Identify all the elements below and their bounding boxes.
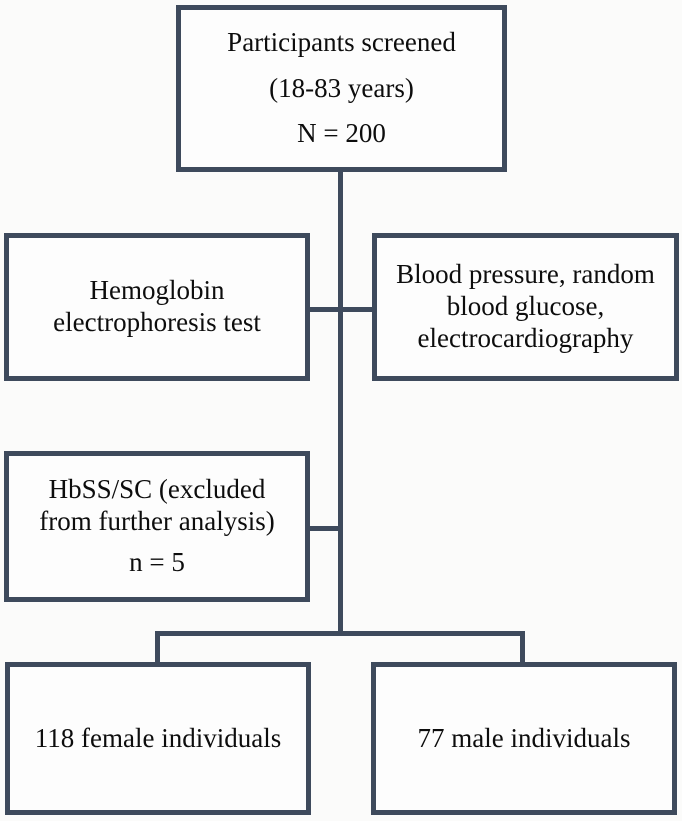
node-text-line: Hemoglobin [89, 275, 225, 306]
connector-main-vertical [338, 172, 343, 636]
connector-tests-horizontal [310, 307, 372, 312]
node-text-line: N = 200 [297, 118, 386, 149]
connector-male-stub [520, 631, 525, 662]
node-text-line: n = 5 [129, 546, 185, 577]
node-text-line: from further analysis) [39, 506, 275, 537]
node-text-line: Participants screened [227, 26, 456, 57]
node-hemoglobin-electrophoresis: Hemoglobin electrophoresis test [4, 233, 310, 381]
node-text-line: Blood pressure, random [396, 259, 655, 290]
node-text-line: (18-83 years) [269, 72, 414, 103]
node-text-line: electrocardiography [417, 322, 634, 353]
connector-excluded-horizontal [310, 526, 340, 531]
node-male-individuals: 77 male individuals [371, 662, 677, 815]
node-hbss-sc-excluded: HbSS/SC (excluded from further analysis)… [4, 451, 310, 602]
node-participants-screened: Participants screened (18-83 years) N = … [176, 5, 507, 172]
node-text-line: HbSS/SC (excluded [48, 474, 266, 505]
node-text-line: 77 male individuals [417, 722, 631, 753]
node-bp-glucose-ecg: Blood pressure, random blood glucose, el… [372, 233, 679, 381]
node-text-line: blood glucose, [446, 291, 605, 322]
node-text-line: electrophoresis test [53, 307, 261, 337]
node-text-line: 118 female individuals [34, 722, 282, 753]
node-female-individuals: 118 female individuals [5, 662, 311, 815]
connector-female-stub [155, 631, 160, 662]
connector-split-horizontal [155, 631, 525, 636]
